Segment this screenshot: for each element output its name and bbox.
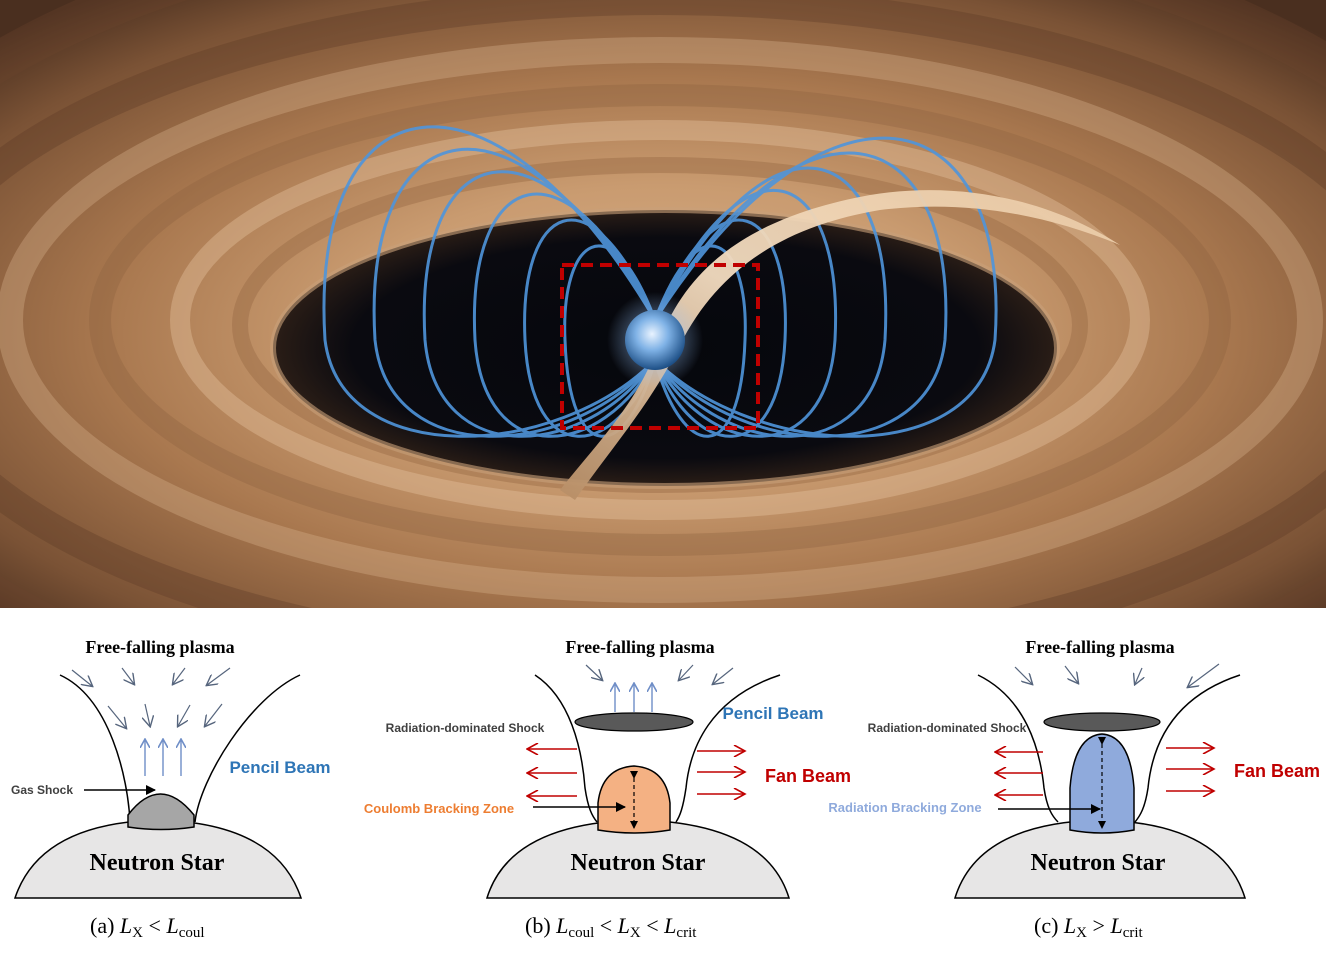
fan-beam-arrows-right (1166, 748, 1214, 791)
funnel-right-wall (1134, 674, 1241, 823)
funnel-left-wall (977, 674, 1059, 823)
inflow-arrows (585, 664, 734, 684)
gas-shock-mound (127, 793, 195, 831)
gas-shock-label: Gas Shock (11, 783, 73, 797)
coulomb-zone-label: Coulomb Bracking Zone (364, 801, 514, 816)
caption-c: (c) LX > Lcrit (1034, 913, 1144, 941)
panel-a: Free-falling plasma Neutron Star Pencil … (11, 637, 331, 941)
funnel-right-wall (675, 674, 781, 823)
star-label: Neutron Star (1031, 850, 1166, 876)
radiation-braking-zone (1069, 733, 1135, 834)
pencil-beam-arrows (145, 740, 181, 776)
zoom-region-box (560, 263, 760, 430)
inflow-arrows (71, 667, 231, 728)
plasma-label: Free-falling plasma (565, 637, 714, 657)
fan-beam-arrows-right (697, 751, 745, 794)
field-line (372, 147, 657, 438)
funnel-left-wall (534, 674, 598, 823)
star-label: Neutron Star (90, 850, 225, 876)
panel-c: Free-falling plasma Neutron Star Fan Bea… (828, 637, 1320, 941)
pencil-beam-label: Pencil Beam (722, 704, 823, 723)
radiation-shock-disc (574, 712, 694, 732)
neutron-star-sphere (625, 310, 685, 370)
radiation-shock-label: Radiation-dominated Shock (386, 721, 545, 735)
magnetic-field-lines (322, 125, 998, 438)
field-line (653, 136, 998, 438)
panel-b: Free-falling plasma Neutron Star Pencil … (364, 637, 851, 941)
plasma-label: Free-falling plasma (1025, 637, 1174, 657)
fan-beam-arrows-left (995, 752, 1043, 795)
radiation-shock-disc (1043, 712, 1161, 732)
caption-a: (a) LX < Lcoul (90, 913, 205, 941)
pencil-beam-arrows (615, 684, 652, 712)
accretion-column-panels: Free-falling plasma Neutron Star Pencil … (11, 637, 1320, 941)
caption-b: (b) Lcoul < LX < Lcrit (525, 913, 697, 941)
funnel-left-wall (59, 674, 131, 823)
fan-beam-label: Fan Beam (765, 766, 851, 786)
funnel-right-wall (194, 674, 301, 823)
fan-beam-label: Fan Beam (1234, 761, 1320, 781)
radiation-zone-label: Radiation Bracking Zone (828, 800, 981, 815)
disk-swirls (0, 0, 1326, 608)
accretion-disk-illustration (0, 0, 1326, 608)
pencil-beam-label: Pencil Beam (229, 758, 330, 777)
radiation-shock-label: Radiation-dominated Shock (868, 721, 1027, 735)
fan-beam-arrows-left (527, 749, 577, 796)
plasma-label: Free-falling plasma (85, 637, 234, 657)
inflow-arrows (1014, 663, 1220, 687)
field-line (523, 218, 657, 438)
star-label: Neutron Star (571, 850, 706, 876)
